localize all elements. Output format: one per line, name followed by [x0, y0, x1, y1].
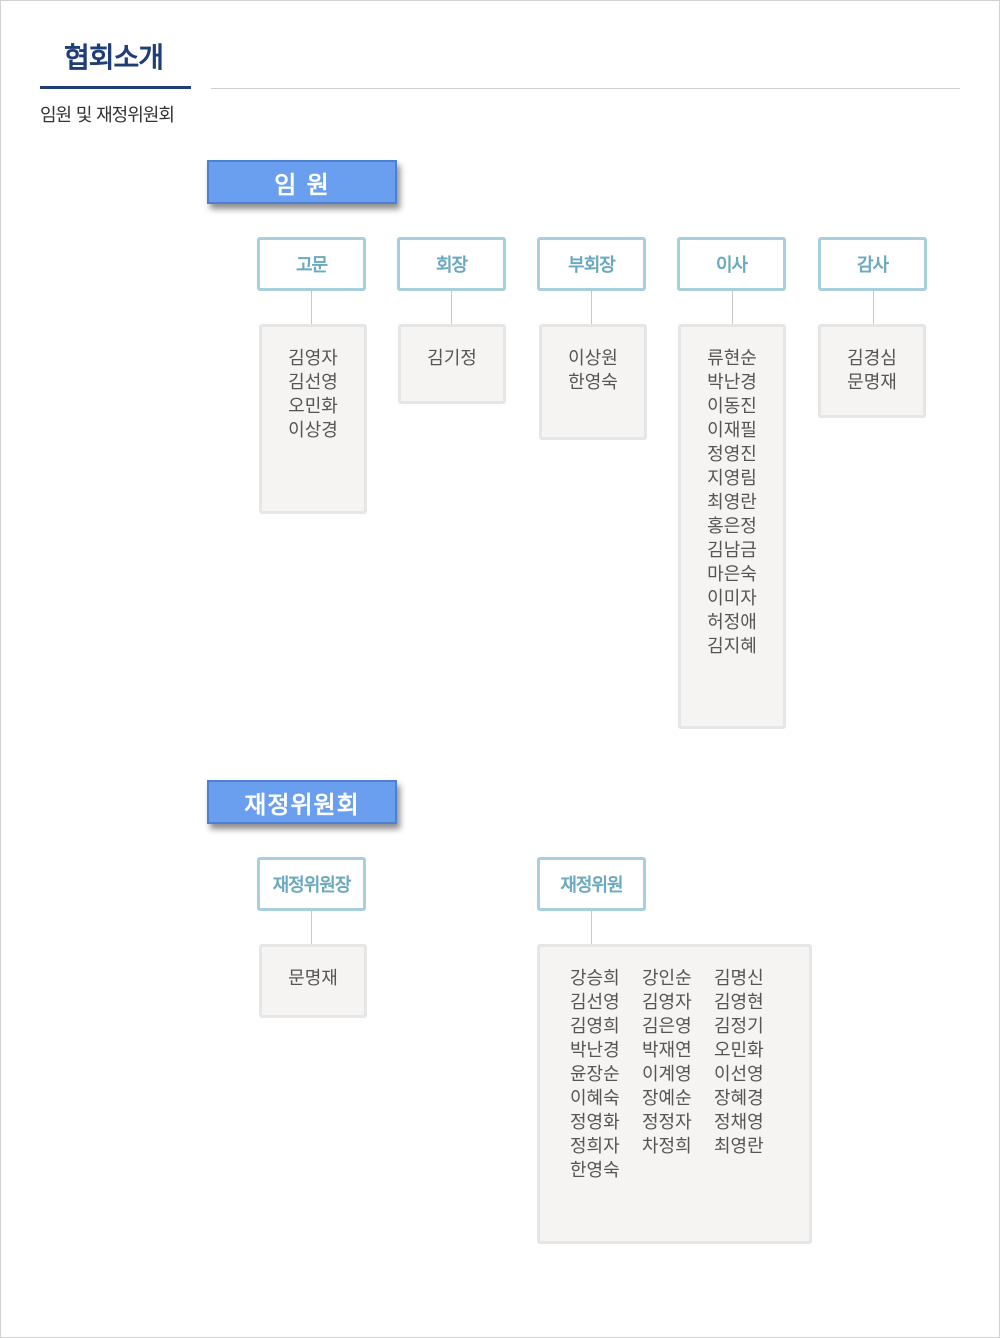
member-name: 김명신 [714, 968, 764, 989]
member-name: 홍은정 [707, 516, 757, 537]
connector-line [873, 291, 874, 325]
role-director: 이사 [677, 237, 786, 291]
connector-line [591, 291, 592, 325]
member-name: 김선영 [570, 992, 620, 1013]
member-name: 김지혜 [707, 636, 757, 657]
member-name: 정채영 [714, 1112, 764, 1133]
director-members-box: 류현순 박난경 이동진 이재필 정영진 지영림 최영란 홍은정 김남금 마은숙 … [678, 324, 786, 729]
member-name: 장예순 [642, 1088, 692, 1109]
member-name: 이미자 [707, 588, 757, 609]
member-name: 이상원 [568, 348, 618, 369]
member-name: 김영희 [570, 1016, 620, 1037]
member-name: 한영숙 [568, 372, 618, 393]
connector-line [451, 291, 452, 325]
member-name: 김영자 [642, 992, 692, 1013]
member-name: 이상경 [288, 420, 338, 441]
member-name: 지영림 [707, 468, 757, 489]
committee-chair-members-box: 문명재 [259, 944, 367, 1018]
member-name: 오민화 [288, 396, 338, 417]
member-name: 문명재 [847, 372, 897, 393]
role-vice-president: 부회장 [537, 237, 646, 291]
member-name: 정정자 [642, 1112, 692, 1133]
member-name: 문명재 [288, 968, 338, 989]
finance-committee-section-header: 재정위원회 [207, 780, 397, 824]
member-name: 김정기 [714, 1016, 764, 1037]
connector-line [732, 291, 733, 325]
member-name: 박재연 [642, 1040, 692, 1061]
member-name: 정영화 [570, 1112, 620, 1133]
officers-section-header: 임 원 [207, 160, 397, 204]
role-advisor: 고문 [257, 237, 366, 291]
page-title: 협회소개 [64, 41, 164, 74]
connector-line [591, 911, 592, 945]
member-name: 박난경 [570, 1040, 620, 1061]
president-members-box: 김기정 [398, 324, 506, 404]
member-name: 차정희 [642, 1136, 692, 1157]
member-name: 마은숙 [707, 564, 757, 585]
member-name: 오민화 [714, 1040, 764, 1061]
member-name: 정영진 [707, 444, 757, 465]
member-name: 이계영 [642, 1064, 692, 1085]
member-name: 김영현 [714, 992, 764, 1013]
member-name: 정희자 [570, 1136, 620, 1157]
member-name: 이혜숙 [570, 1088, 620, 1109]
member-name: 김기정 [427, 348, 477, 369]
advisor-members-box: 김영자 김선영 오민화 이상경 [259, 324, 367, 514]
member-name: 김선영 [288, 372, 338, 393]
member-name: 김남금 [707, 540, 757, 561]
role-committee-member: 재정위원 [537, 857, 646, 911]
member-name: 김은영 [642, 1016, 692, 1037]
member-name: 김경심 [847, 348, 897, 369]
member-name: 최영란 [707, 492, 757, 513]
committee-members-box: 강승희 강인순 김명신 김선영 김영자 김영현 김영희 김은영 김정기 박난경 … [537, 944, 812, 1244]
role-auditor: 감사 [818, 237, 927, 291]
role-president: 회장 [397, 237, 506, 291]
member-name: 한영숙 [570, 1160, 620, 1181]
member-name: 강승희 [570, 968, 620, 989]
member-name: 류현순 [707, 348, 757, 369]
member-name: 박난경 [707, 372, 757, 393]
member-name: 허정애 [707, 612, 757, 633]
role-committee-chair: 재정위원장 [257, 857, 366, 911]
title-divider [211, 88, 960, 89]
member-name: 윤장순 [570, 1064, 620, 1085]
page-subtitle: 임원 및 재정위원회 [40, 105, 175, 126]
auditor-members-box: 김경심 문명재 [818, 324, 926, 418]
connector-line [311, 291, 312, 325]
vice-president-members-box: 이상원 한영숙 [539, 324, 647, 440]
member-name: 장혜경 [714, 1088, 764, 1109]
member-name: 김영자 [288, 348, 338, 369]
connector-line [311, 911, 312, 945]
member-name: 최영란 [714, 1136, 764, 1157]
member-name: 이선영 [714, 1064, 764, 1085]
member-name: 강인순 [642, 968, 692, 989]
title-underline [40, 86, 191, 89]
member-name: 이재필 [707, 420, 757, 441]
member-name: 이동진 [707, 396, 757, 417]
